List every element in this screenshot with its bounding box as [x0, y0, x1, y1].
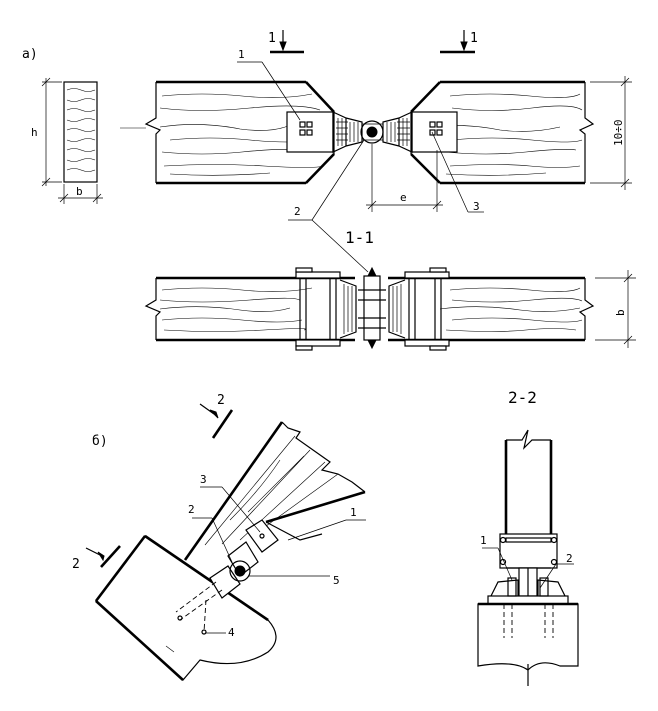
dim-h: h: [31, 126, 38, 139]
dimension-right-height: 10÷0: [590, 76, 632, 190]
section-1-1-title: 1-1: [345, 228, 374, 247]
section-2-marker-left: 2: [72, 545, 121, 572]
callout-2-top-label: 2: [294, 205, 301, 218]
hinge-plan: [358, 266, 386, 350]
support-block: [94, 534, 277, 681]
hinge-pin-elevation: [360, 120, 384, 144]
callout-3-top: 3: [431, 131, 484, 213]
section-2-2-base: [477, 567, 579, 686]
callout-1-top-label: 1: [238, 48, 245, 61]
callout-5-b-label: 5: [333, 574, 340, 587]
dim-b: b: [76, 185, 83, 198]
left-beam-elevation: [120, 80, 335, 185]
callout-3-b-label: 3: [200, 473, 207, 486]
dimension-right-b: b: [595, 270, 636, 348]
section-1-marker-right: 1: [440, 30, 478, 54]
callout-2-b: 2: [188, 503, 233, 563]
view-b-label: б): [92, 434, 108, 449]
callout-4-b: 4: [205, 626, 235, 639]
callout-5-b: 5: [248, 574, 340, 587]
callout-1-section-22: 1: [480, 534, 513, 581]
callout-2-section-22: 2: [539, 552, 574, 589]
left-bracket-elevation: [286, 111, 363, 153]
dim-b-right: b: [614, 309, 627, 316]
callout-3-b: 3: [200, 473, 261, 533]
view-a-label: a): [22, 47, 38, 62]
section-2-mark-top: 2: [217, 393, 225, 408]
dim-e: e: [400, 191, 407, 204]
callout-4-b-label: 4: [228, 626, 235, 639]
section-1-mark-right: 1: [470, 31, 478, 46]
dimension-e: e: [366, 144, 443, 212]
callout-1-top: 1: [237, 48, 301, 121]
inclined-bracket: [175, 519, 279, 635]
callout-2-b-label: 2: [188, 503, 195, 516]
callout-1-b-label: 1: [350, 506, 357, 519]
callout-2-top: 2: [288, 139, 369, 273]
section-2-2-title: 2-2: [508, 388, 537, 407]
inclined-beam: [183, 421, 366, 561]
callout-1-s22-label: 1: [480, 534, 487, 547]
section-2-mark-left: 2: [72, 557, 80, 572]
beam-cross-section: h b: [31, 77, 103, 204]
callout-2-s22-label: 2: [566, 552, 573, 565]
dim-10-0: 10÷0: [612, 120, 625, 147]
section-1-marker-left: 1: [268, 30, 304, 54]
right-bracket-elevation: [382, 111, 458, 153]
callout-3-top-label: 3: [473, 200, 480, 213]
section-2-marker-top: 2: [199, 393, 234, 439]
right-beam-elevation: [410, 80, 595, 185]
right-beam-plan: [388, 267, 595, 351]
left-beam-plan: [144, 267, 357, 351]
section-2-2-post: [499, 429, 558, 569]
callout-1-b: 1: [287, 506, 366, 541]
section-1-mark-left: 1: [268, 31, 276, 46]
